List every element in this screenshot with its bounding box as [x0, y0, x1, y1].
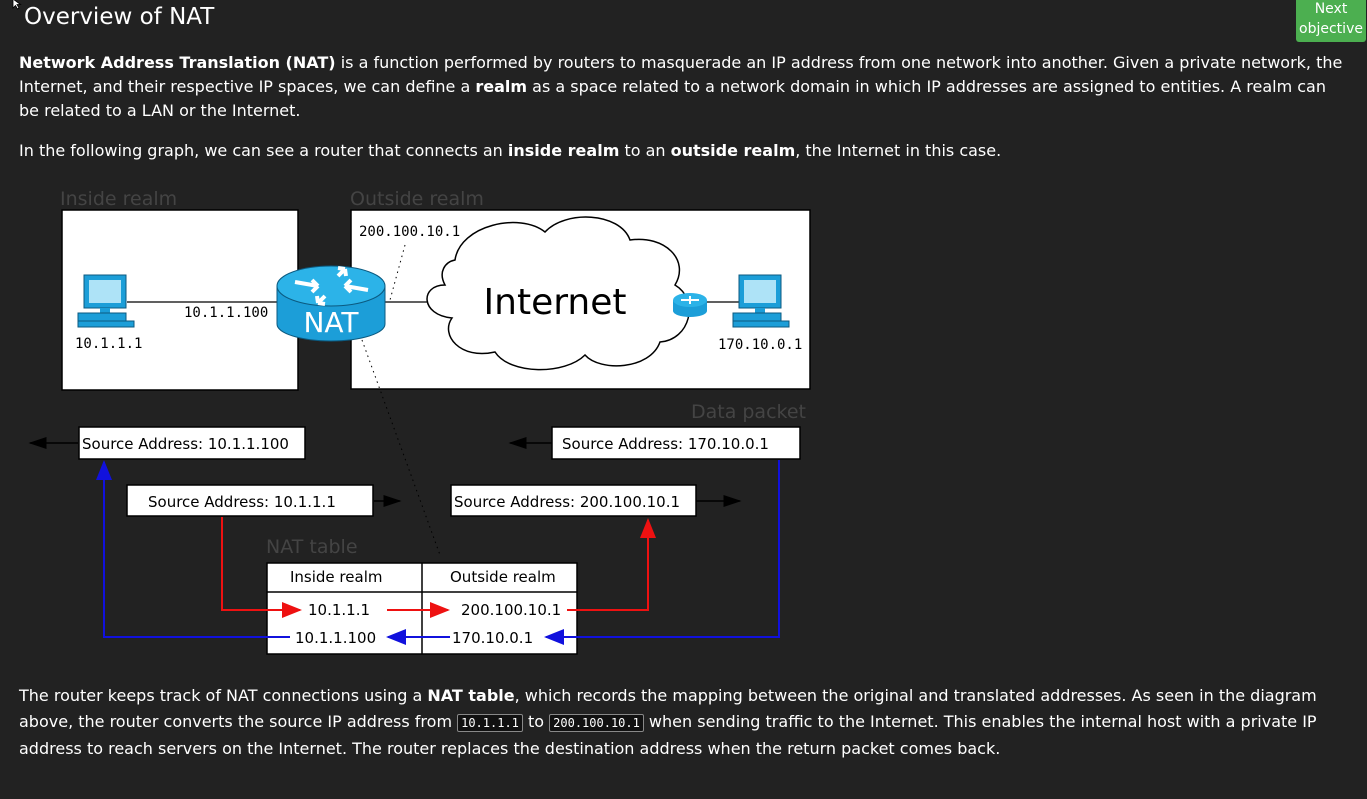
packet-src-2: Source Address: 170.10.0.1	[562, 435, 769, 453]
nat-table-row2-inside: 10.1.1.100	[295, 629, 376, 647]
realm-term: realm	[475, 77, 528, 96]
nat-table-label: NAT table	[266, 536, 358, 558]
packet-box-3	[126, 484, 374, 517]
computer-icon-left	[77, 274, 135, 328]
nat-router-icon	[276, 265, 386, 342]
intro-text-1a: is a function performed by routers to ma…	[19, 53, 1343, 96]
outro-text-a: The router keeps track of NAT connection…	[19, 686, 428, 705]
code-public-ip: 200.100.10.1	[549, 714, 644, 732]
outro-text-c: to	[522, 712, 550, 731]
nat-table-header-inside: Inside realm	[290, 568, 382, 586]
nat-table-row1-inside: 10.1.1.1	[308, 601, 370, 619]
nat-term: Network Address Translation (NAT)	[19, 53, 336, 72]
nat-table-row2-outside: 170.10.0.1	[452, 629, 533, 647]
code-private-ip: 10.1.1.1	[457, 714, 523, 732]
page-title: Overview of NAT	[24, 4, 215, 30]
data-packet-label: Data packet	[691, 401, 806, 423]
outro-text-d: when sending traffic to the Internet. Th…	[19, 712, 1317, 758]
packet-box-2	[551, 426, 801, 460]
outro-paragraph: The router keeps track of NAT connection…	[19, 683, 1349, 762]
cloud-label: Internet	[484, 282, 627, 323]
computer-icon-right	[732, 274, 790, 328]
packet-box-1	[78, 426, 306, 460]
nat-table	[266, 562, 578, 655]
nat-table-term: NAT table	[427, 686, 515, 705]
next-objective-line2: objective	[1299, 21, 1363, 37]
next-objective-line1: Next	[1314, 1, 1348, 17]
router-inside-ip: 10.1.1.100	[184, 305, 268, 321]
nat-table-header-outside: Outside realm	[450, 568, 556, 586]
internet-cloud	[426, 216, 690, 371]
intro-text-2b: to an	[619, 141, 671, 160]
intro-text-2a: In the following graph, we can see a rou…	[19, 141, 508, 160]
next-objective-button[interactable]: Next objective	[1296, 0, 1366, 42]
packet-src-4: Source Address: 200.100.10.1	[454, 493, 680, 511]
host-right-ip: 170.10.0.1	[718, 337, 802, 353]
router-outside-ip: 200.100.10.1	[359, 224, 460, 240]
intro-paragraph-1: Network Address Translation (NAT) is a f…	[19, 51, 1349, 123]
packet-src-3: Source Address: 10.1.1.1	[148, 493, 336, 511]
packet-src-1: Source Address: 10.1.1.100	[82, 435, 289, 453]
outside-realm-label: Outside realm	[350, 188, 484, 210]
intro-text-2c: , the Internet in this case.	[795, 141, 1002, 160]
outro-text-b: , which records the mapping between the …	[19, 686, 1317, 731]
intro-paragraph-2: In the following graph, we can see a rou…	[19, 139, 1349, 163]
router-label: NAT	[303, 306, 359, 339]
mouse-cursor-icon	[12, 0, 22, 10]
router-small-icon	[673, 293, 707, 317]
outbound-flow	[221, 517, 656, 618]
intro-text-1b: as a space related to a network domain i…	[19, 77, 1326, 120]
nat-table-row1-outside: 200.100.10.1	[461, 601, 561, 619]
outside-realm-term: outside realm	[670, 141, 796, 160]
inbound-flow	[96, 460, 780, 645]
inside-realm-label: Inside realm	[60, 188, 177, 210]
host-left-ip: 10.1.1.1	[75, 336, 142, 352]
packet-box-4	[450, 484, 697, 517]
inside-realm-term: inside realm	[507, 141, 620, 160]
